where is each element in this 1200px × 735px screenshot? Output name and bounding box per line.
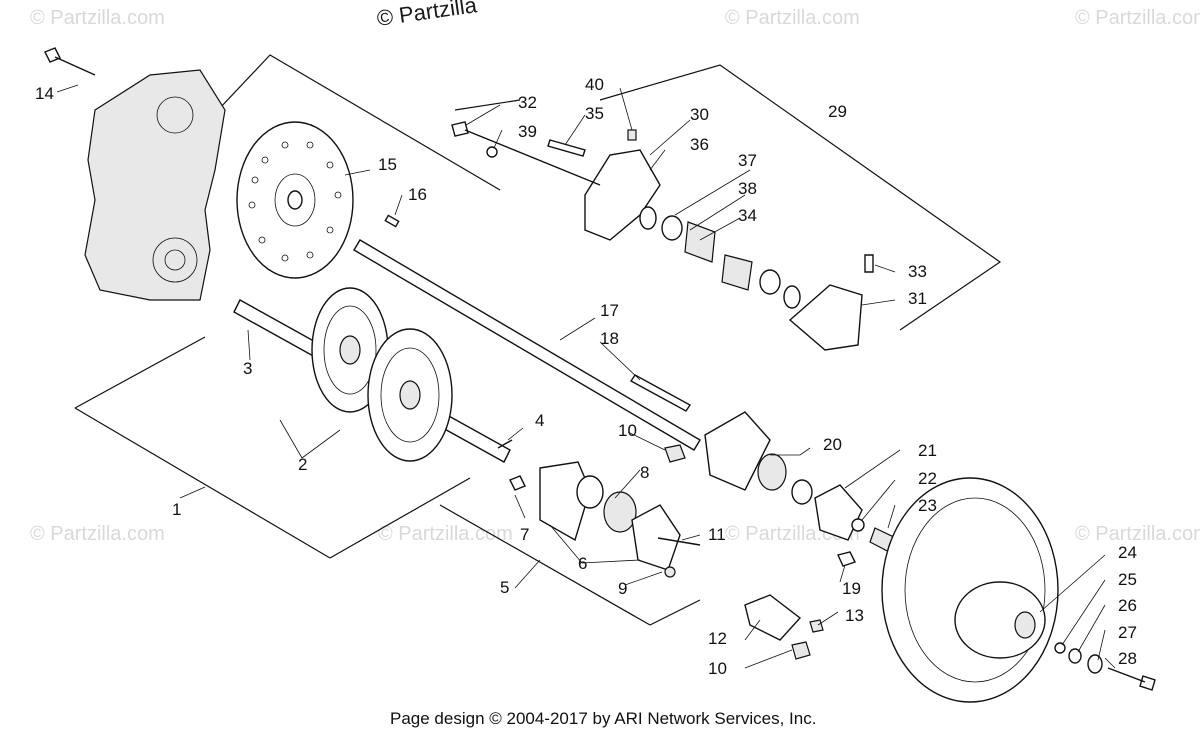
bearing-20a	[757, 453, 787, 491]
watermark-top-left: © Partzilla.com	[30, 7, 165, 29]
driveshaft	[353, 239, 701, 451]
driven-clutch	[881, 477, 1059, 703]
leader-lines	[56, 84, 1116, 669]
watermark-center-left: © Partzilla.com	[378, 523, 513, 545]
part-number-2[interactable]: 2	[298, 455, 307, 474]
part-number-34[interactable]: 34	[738, 206, 757, 225]
part-number-3[interactable]: 3	[243, 359, 252, 378]
part-number-32[interactable]: 32	[518, 93, 537, 112]
footer-copyright: Page design © 2004-2017 by ARI Network S…	[390, 709, 816, 728]
watermark-right: © Partzilla.com	[1075, 523, 1200, 545]
part-number-11[interactable]: 11	[708, 525, 726, 544]
part-number-1[interactable]: 1	[172, 500, 181, 519]
part-number-36[interactable]: 36	[690, 135, 709, 154]
part-number-9[interactable]: 9	[618, 579, 627, 598]
bolt-32	[451, 121, 601, 186]
bolt-14	[44, 47, 96, 76]
washer-22	[851, 518, 865, 532]
nut-10-upper	[664, 444, 686, 463]
flange-right	[631, 504, 681, 571]
brake-disc-holes	[248, 141, 342, 262]
flange-left	[539, 461, 591, 542]
part-number-26[interactable]: 26	[1118, 596, 1137, 615]
washer-25	[1054, 642, 1066, 654]
gear-case	[84, 69, 226, 301]
group-bracket-1	[74, 336, 471, 559]
part-number-24[interactable]: 24	[1118, 543, 1137, 562]
part-number-16[interactable]: 16	[408, 185, 427, 204]
part-number-6[interactable]: 6	[578, 554, 587, 573]
part-number-20[interactable]: 20	[823, 435, 842, 454]
bolt-19	[837, 551, 856, 567]
seal-37b	[783, 285, 801, 309]
watermark-top: © Partzilla	[375, 0, 479, 31]
part-number-10-lower[interactable]: 10	[708, 659, 727, 678]
nut-10-lower	[791, 641, 811, 660]
part-number-25[interactable]: 25	[1118, 570, 1137, 589]
part-number-30[interactable]: 30	[690, 105, 709, 124]
bolt-28	[1107, 667, 1156, 691]
pad-34a	[684, 221, 716, 263]
pad-34b	[721, 254, 753, 291]
part-number-27[interactable]: 27	[1118, 623, 1137, 642]
bearing-plate	[704, 411, 771, 491]
stud-4	[497, 439, 513, 449]
part-number-33[interactable]: 33	[908, 262, 927, 281]
caliper-half-30	[584, 149, 661, 241]
part-number-35[interactable]: 35	[585, 104, 604, 123]
part-number-28[interactable]: 28	[1118, 649, 1137, 668]
mount-12	[744, 594, 802, 641]
bleeder-40	[627, 129, 637, 141]
part-number-19[interactable]: 19	[842, 579, 861, 598]
sprocket-right	[367, 328, 453, 462]
bearing-8b	[603, 491, 637, 533]
seal-37a	[639, 206, 657, 230]
part-number-40[interactable]: 40	[585, 75, 604, 94]
part-number-38[interactable]: 38	[738, 179, 757, 198]
part-number-21[interactable]: 21	[918, 441, 937, 460]
piston-38b	[759, 269, 781, 295]
group-bracket-29	[454, 64, 1002, 331]
washer-27	[1087, 654, 1103, 674]
pin-35	[547, 139, 586, 157]
key-16	[384, 214, 400, 228]
part-number-22[interactable]: 22	[918, 469, 937, 488]
watermark-left: © Partzilla.com	[30, 523, 165, 545]
part-number-7[interactable]: 7	[520, 525, 529, 544]
nut-9	[664, 566, 676, 578]
group-bracket-5	[439, 504, 701, 626]
part-number-13[interactable]: 13	[845, 606, 864, 625]
part-number-8[interactable]: 8	[640, 463, 649, 482]
bleeder-33	[864, 254, 874, 273]
part-number-14[interactable]: 14	[35, 84, 54, 103]
part-number-18[interactable]: 18	[600, 329, 619, 348]
caliper-half-31	[788, 284, 863, 351]
part-number-17[interactable]: 17	[600, 301, 619, 320]
part-number-15[interactable]: 15	[378, 155, 397, 174]
washer-39	[486, 146, 498, 158]
bolt-13	[809, 619, 824, 633]
bolt-7	[509, 475, 526, 491]
part-number-29[interactable]: 29	[828, 102, 847, 121]
bolt-11	[657, 537, 701, 546]
part-number-31[interactable]: 31	[908, 289, 927, 308]
part-number-10-upper[interactable]: 10	[618, 421, 637, 440]
washer-26	[1068, 648, 1082, 664]
part-number-5[interactable]: 5	[500, 578, 509, 597]
part-number-39[interactable]: 39	[518, 122, 537, 141]
part-number-4[interactable]: 4	[535, 411, 544, 430]
part-number-37[interactable]: 37	[738, 151, 757, 170]
watermark-top-mid: © Partzilla.com	[725, 7, 860, 29]
watermark-top-right: © Partzilla.com	[1075, 7, 1200, 29]
part-number-23[interactable]: 23	[918, 496, 937, 515]
key-18	[629, 374, 692, 412]
bearing-20b	[791, 479, 813, 505]
bearing-8a	[576, 475, 604, 509]
part-number-12[interactable]: 12	[708, 629, 727, 648]
piston-38a	[661, 215, 683, 241]
